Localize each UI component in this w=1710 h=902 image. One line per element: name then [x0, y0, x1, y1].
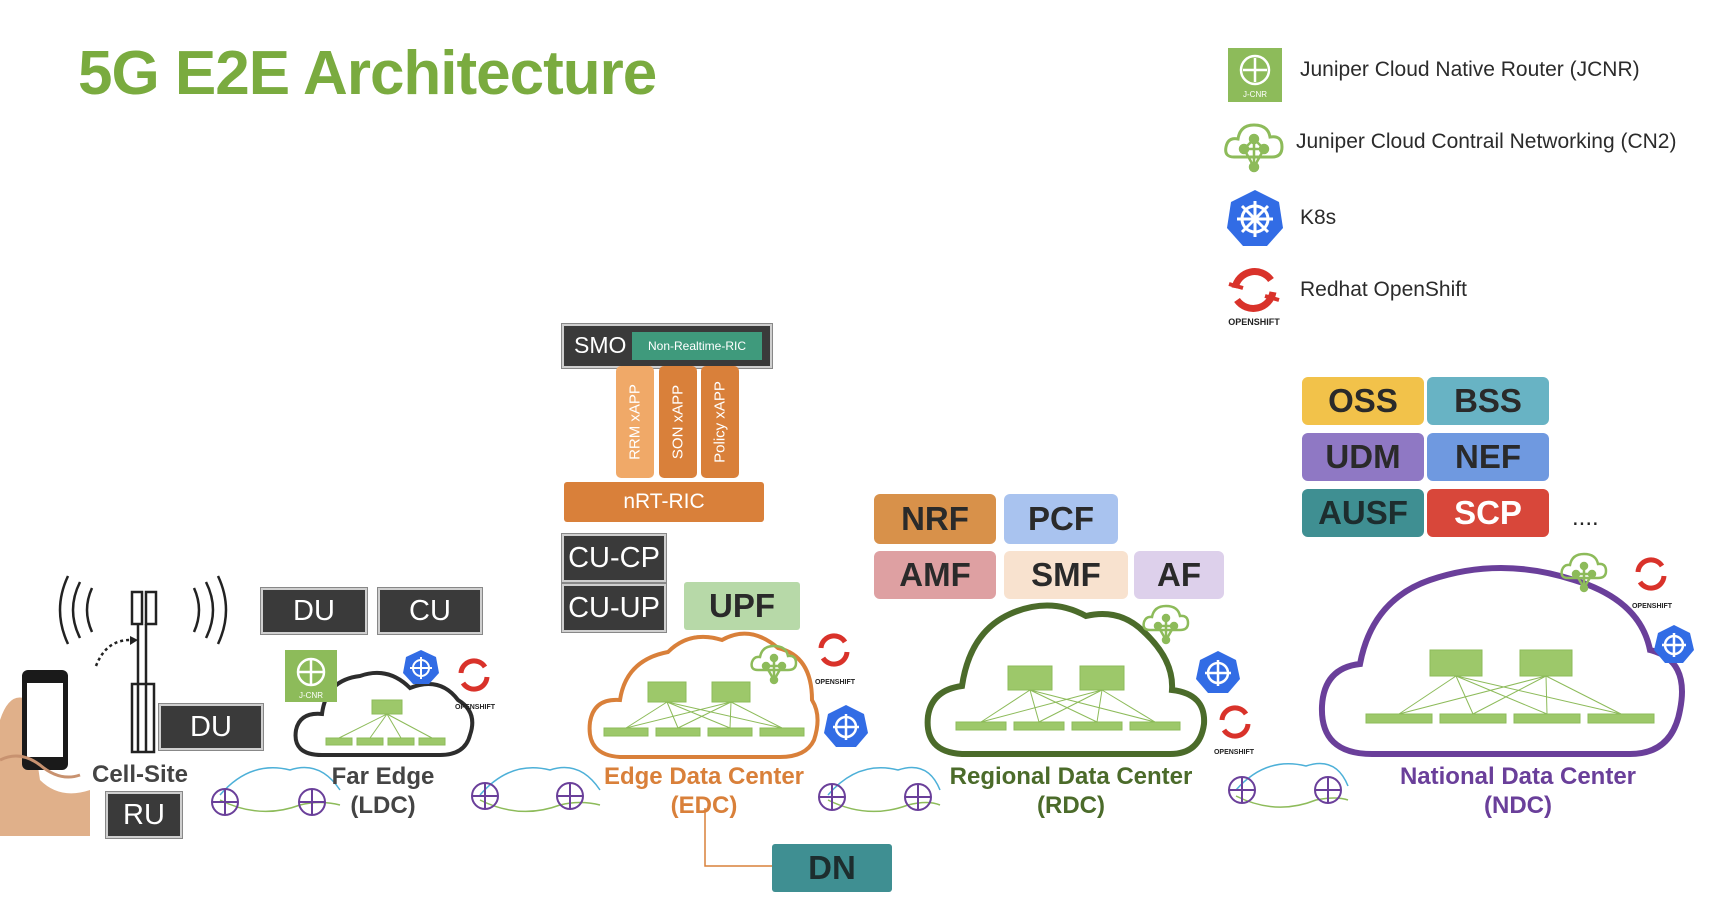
legend-label-k8s: K8s — [1300, 206, 1337, 229]
rdc-cloud — [924, 602, 1208, 757]
far-edge-jcnr-icon: J-CNR — [285, 650, 337, 702]
label-far-edge-line2: (LDC) — [350, 792, 416, 819]
xapp-policy: Policy xAPP — [701, 366, 739, 478]
cu-up-box: CU-UP — [562, 584, 666, 632]
label-far-edge: Far Edge (LDC) — [313, 762, 453, 820]
openshift-icon-badge: OPENSHIFT — [1228, 317, 1280, 327]
jcnr-icon: J-CNR — [1228, 48, 1282, 102]
phone-in-hand-icon — [0, 670, 90, 836]
ndc-cn2-icon — [1560, 552, 1608, 593]
xapp-rrm: RRM xAPP — [616, 366, 654, 478]
far-edge-k8s-icon — [403, 650, 439, 684]
label-far-edge-line1: Far Edge — [331, 763, 435, 790]
smo-box: SMO Non-Realtime-RIC — [562, 324, 772, 368]
nf-ausf: AUSF — [1302, 489, 1424, 537]
smo-label: SMO — [574, 332, 627, 358]
edc-k8s-icon — [824, 705, 868, 747]
label-rdc-line2: (RDC) — [1037, 792, 1105, 819]
non-rt-ric-label: Non-Realtime-RIC — [632, 332, 762, 360]
rdc-k8s-icon — [1196, 651, 1240, 693]
label-ndc: National Data Center (NDC) — [1380, 762, 1656, 820]
nf-udm: UDM — [1302, 433, 1424, 481]
ellipsis: .... — [1572, 504, 1599, 531]
far-edge-du-box: DU — [261, 588, 367, 634]
label-edc-line1: Edge Data Center — [603, 763, 805, 790]
label-rdc: Regional Data Center (RDC) — [941, 762, 1201, 820]
cell-tower-icon — [58, 575, 228, 754]
label-ndc-line2: (NDC) — [1484, 792, 1552, 819]
nf-oss: OSS — [1302, 377, 1424, 425]
ndc-openshift-badge: OPENSHIFT — [1632, 603, 1673, 610]
legend-label-jcnr: Juniper Cloud Native Router (JCNR) — [1300, 58, 1640, 81]
openshift-icon: OPENSHIFT — [1228, 268, 1280, 327]
nf-pcf: PCF — [1004, 494, 1118, 544]
dn-box: DN — [772, 844, 892, 892]
ru-box: RU — [106, 792, 182, 838]
nf-amf: AMF — [874, 551, 996, 599]
far-edge-fabric — [325, 699, 446, 746]
legend-label-cn2: Juniper Cloud Contrail Networking (CN2) — [1296, 130, 1677, 153]
edc-fabric — [603, 681, 805, 737]
label-edc: Edge Data Center (EDC) — [593, 762, 815, 820]
rdc-openshift-badge: OPENSHIFT — [1214, 749, 1255, 756]
nrt-ric-box: nRT-RIC — [564, 482, 764, 522]
nf-bss: BSS — [1427, 377, 1549, 425]
edc-cn2-icon — [750, 644, 798, 685]
ndc-k8s-icon — [1654, 625, 1694, 663]
nf-scp: SCP — [1427, 489, 1549, 537]
ndc-fabric — [1365, 649, 1655, 724]
upf-box: UPF — [684, 582, 800, 630]
transport-ring-1 — [211, 766, 341, 816]
transport-ring-3 — [818, 766, 941, 813]
label-rdc-line1: Regional Data Center — [949, 763, 1193, 790]
far-edge-openshift-badge: OPENSHIFT — [455, 704, 496, 711]
ndc-cloud — [1318, 565, 1685, 757]
ndc-openshift-icon: OPENSHIFT — [1632, 557, 1673, 610]
rdc-openshift-icon: OPENSHIFT — [1214, 705, 1255, 756]
nf-smf: SMF — [1004, 551, 1128, 599]
k8s-icon — [1227, 190, 1283, 246]
legend-label-openshift: Redhat OpenShift — [1300, 278, 1467, 301]
nf-nrf: NRF — [874, 494, 996, 544]
label-cell-site: Cell-Site — [91, 761, 189, 788]
label-ndc-line1: National Data Center — [1399, 763, 1637, 790]
nf-af: AF — [1134, 551, 1224, 599]
cu-cp-box: CU-CP — [562, 534, 666, 582]
far-edge-openshift-icon: OPENSHIFT — [455, 658, 496, 711]
label-edc-line2: (EDC) — [670, 792, 738, 819]
edc-cloud — [587, 631, 820, 759]
edc-openshift-badge: OPENSHIFT — [815, 679, 856, 686]
rdc-fabric — [955, 665, 1181, 731]
edc-openshift-icon: OPENSHIFT — [815, 633, 856, 686]
transport-ring-2 — [471, 766, 601, 813]
page-title: 5G E2E Architecture — [78, 39, 657, 108]
transport-ring-4 — [1228, 762, 1349, 808]
jcnr-icon-badge: J-CNR — [1243, 90, 1267, 99]
far-edge-cu-box: CU — [378, 588, 482, 634]
cn2-icon — [1224, 123, 1284, 173]
cell-site-du-box: DU — [159, 704, 263, 750]
nf-nef: NEF — [1427, 433, 1549, 481]
far-edge-jcnr-badge: J-CNR — [299, 691, 323, 700]
xapp-son: SON xAPP — [659, 366, 697, 478]
edc-dn-connector — [704, 808, 772, 867]
rdc-cn2-icon — [1142, 604, 1190, 645]
